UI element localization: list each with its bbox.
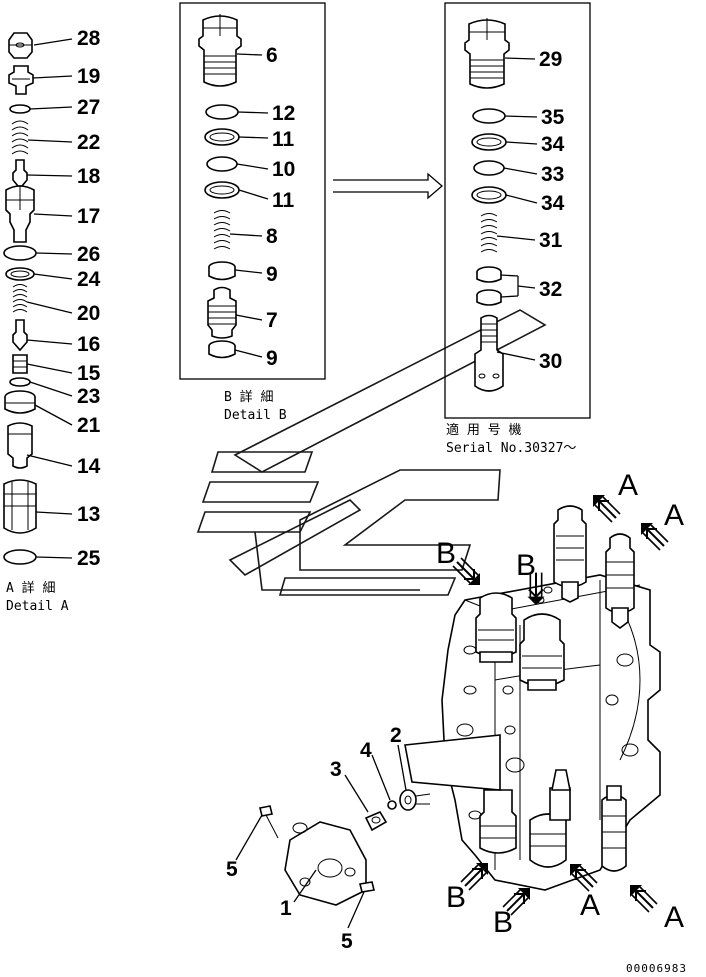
view-label-a-1: A [618,469,638,502]
callout-5b: 5 [341,930,353,953]
callout-26: 26 [77,243,100,266]
view-labels: A A B B B B A A [436,469,684,939]
detail-b-frame [179,2,326,380]
callout-12: 12 [272,102,295,125]
callout-23: 23 [77,385,100,408]
detail-b-callouts: 6 12 11 10 11 8 9 7 9 B 詳 細 Detail B [224,44,295,423]
callout-29: 29 [539,48,562,71]
callout-22: 22 [77,131,100,154]
callout-14: 14 [77,455,101,478]
watermark-logo [196,309,547,596]
callout-9b: 9 [266,347,278,370]
callout-34: 34 [541,133,565,156]
callout-16: 16 [77,333,100,356]
callout-8: 8 [266,225,278,248]
callout-35: 35 [541,106,565,129]
callout-3: 3 [330,758,342,781]
serial-caption-jp: 適 用 号 機 [446,422,521,438]
assembly-callouts: 3 4 2 5 1 5 [226,724,402,953]
detail-b-caption-jp: B 詳 細 [224,389,273,405]
callout-10: 10 [272,158,295,181]
detail-a-caption-en: Detail A [6,599,69,614]
serial-callouts: 29 35 34 33 34 31 32 30 適 用 号 機 Serial N… [446,48,576,456]
callout-21: 21 [77,414,101,437]
callout-19: 19 [77,65,100,88]
callout-30: 30 [539,350,562,373]
serial-parts [464,18,510,392]
callout-34b: 34 [541,192,565,215]
callout-11b: 11 [272,189,295,212]
drawing-code: 00006983 [626,962,687,975]
view-label-a-2: A [664,499,684,532]
callout-31: 31 [539,229,563,252]
callout-24: 24 [77,268,101,291]
detail-b-caption-en: Detail B [224,408,287,423]
view-label-a-4: A [664,901,684,934]
view-label-b-1: B [436,537,456,570]
detail-a-leader-lines [26,38,73,559]
detail-a-caption-jp: A 詳 細 [6,580,55,596]
callout-13: 13 [77,503,100,526]
callout-7: 7 [266,309,278,332]
view-label-a-3: A [580,889,600,922]
view-label-b-4: B [493,906,513,939]
callout-20: 20 [77,302,100,325]
callout-2: 2 [390,724,402,747]
callout-5: 5 [226,858,238,881]
view-label-b-3: B [446,881,466,914]
callout-18: 18 [77,165,101,188]
callout-28: 28 [77,27,101,50]
callout-32: 32 [539,278,562,301]
serial-frame [444,2,591,419]
serial-leader-lines [496,57,538,361]
callout-25: 25 [77,547,101,570]
detail-b-parts [198,14,242,359]
callout-15: 15 [77,362,101,385]
callout-1: 1 [280,897,292,920]
view-label-b-2: B [516,549,536,582]
callout-9: 9 [266,263,278,286]
callout-17: 17 [77,205,100,228]
detail-a-parts [3,32,37,565]
serial-caption-en: Serial No.30327～ [446,441,576,456]
callout-33: 33 [541,163,564,186]
replacement-arrow [333,172,443,200]
bracket-parts [259,789,431,906]
assembly-leader-lines [235,744,407,929]
callout-6: 6 [266,44,278,67]
control-valve-assembly [404,505,661,891]
callout-11: 11 [272,128,295,151]
detail-b-leader-lines [229,53,269,358]
callout-27: 27 [77,96,100,119]
callout-4: 4 [360,739,372,762]
detail-a-callouts: 28 19 27 22 18 17 26 24 20 16 15 23 21 1… [6,27,101,614]
